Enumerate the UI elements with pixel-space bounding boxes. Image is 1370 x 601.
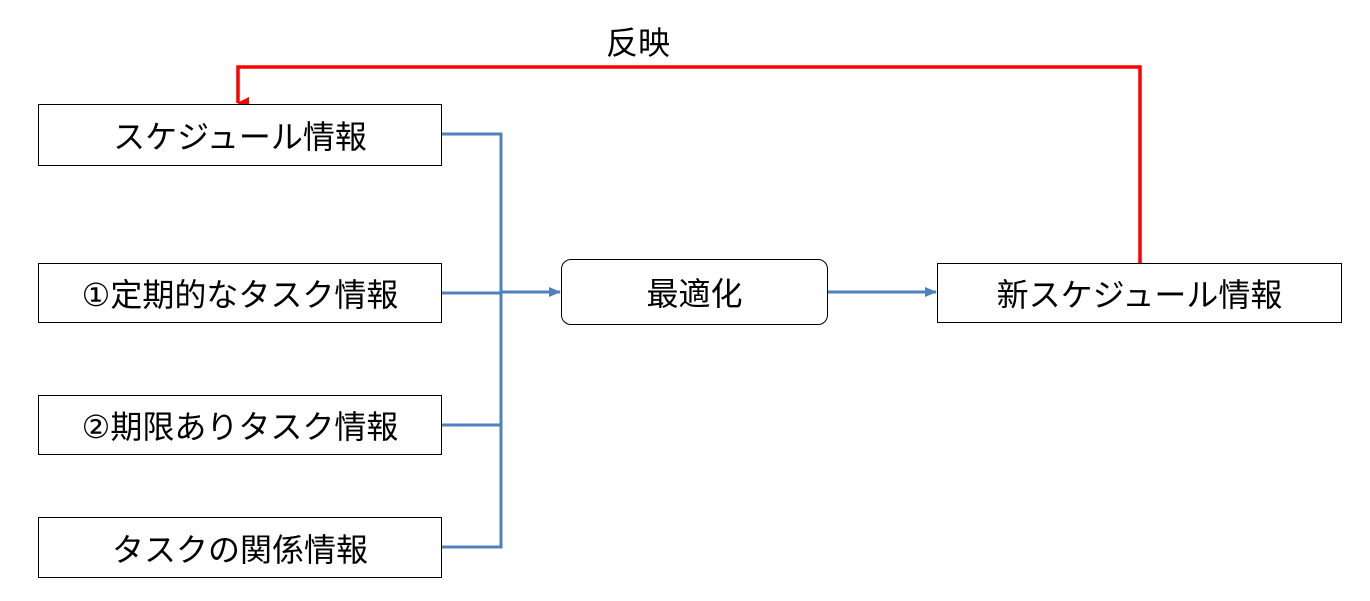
optimization-label: 最適化: [646, 275, 743, 313]
new-schedule-info-box: 新スケジュール情報: [937, 263, 1342, 323]
task-relation-info-label: タスクの関係情報: [111, 530, 368, 569]
periodic-task-info-box: ①定期的なタスク情報: [38, 263, 442, 323]
schedule-info-label: スケジュール情報: [113, 118, 367, 156]
deadline-task-info-box: ②期限ありタスク情報: [38, 395, 442, 455]
feedback-arrow: [236, 65, 1142, 263]
optimization-box: 最適化: [561, 259, 828, 325]
new-schedule-info-label: 新スケジュール情報: [996, 276, 1283, 314]
schedule-info-box: スケジュール情報: [38, 104, 442, 166]
task-relation-info-box: タスクの関係情報: [38, 517, 442, 578]
feedback-label: 反映: [606, 24, 671, 62]
periodic-task-info-label: ①定期的なタスク情報: [81, 276, 399, 314]
deadline-task-info-label: ②期限ありタスク情報: [81, 408, 399, 446]
